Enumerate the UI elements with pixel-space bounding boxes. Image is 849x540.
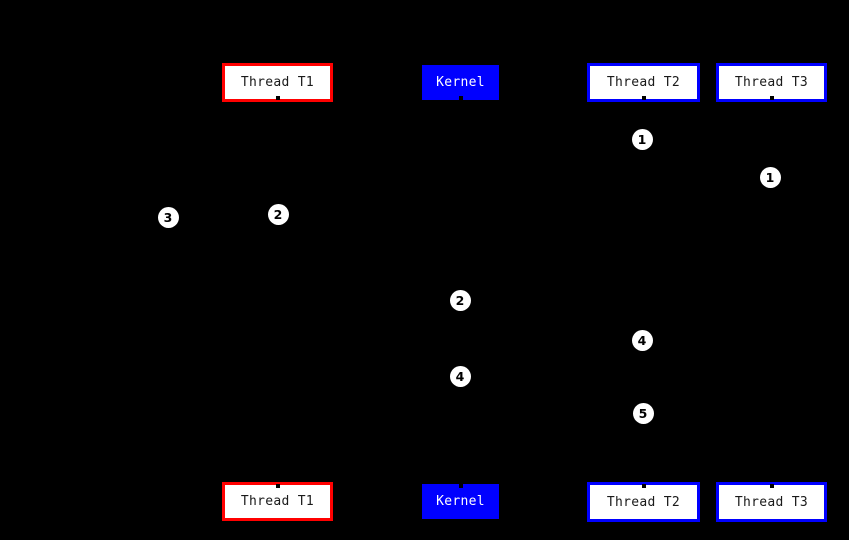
step-marker-2-kernel: 2 bbox=[449, 289, 471, 311]
participant-bottom-thread-t2: Thread T2 bbox=[587, 482, 700, 522]
participant-bottom-thread-t3: Thread T3 bbox=[716, 482, 827, 522]
lifeline-notch bbox=[769, 96, 774, 100]
lifeline-notch bbox=[275, 96, 280, 100]
lifeline-notch bbox=[641, 484, 646, 488]
participant-top-thread-t3: Thread T3 bbox=[716, 63, 827, 102]
participant-label: Thread T2 bbox=[606, 494, 681, 510]
step-marker-1-thread-t3: 1 bbox=[759, 166, 781, 188]
step-marker-2-thread-t1: 2 bbox=[267, 203, 289, 225]
participant-label: Kernel bbox=[436, 75, 485, 90]
lifeline-notch bbox=[458, 484, 463, 488]
participant-label: Kernel bbox=[436, 494, 485, 509]
participant-top-thread-t1: Thread T1 bbox=[222, 63, 333, 102]
participant-bottom-kernel: Kernel bbox=[422, 484, 499, 519]
participant-label: Thread T1 bbox=[240, 75, 315, 90]
participant-label: Thread T1 bbox=[240, 494, 315, 509]
lifeline-notch bbox=[641, 96, 646, 100]
lifeline-notch bbox=[458, 96, 463, 100]
participant-top-kernel: Kernel bbox=[422, 65, 499, 100]
step-marker-4-kernel: 4 bbox=[449, 365, 471, 387]
lifeline-notch bbox=[769, 484, 774, 488]
step-marker-1-thread-t2: 1 bbox=[631, 128, 653, 150]
participant-label: Thread T2 bbox=[606, 75, 681, 90]
participant-top-thread-t2: Thread T2 bbox=[587, 63, 700, 102]
participant-bottom-thread-t1: Thread T1 bbox=[222, 482, 333, 521]
step-marker-3-left: 3 bbox=[157, 206, 179, 228]
step-marker-5-thread-t2: 5 bbox=[632, 402, 654, 424]
lifeline-notch bbox=[275, 484, 280, 488]
participant-label: Thread T3 bbox=[734, 75, 809, 90]
step-marker-4-thread-t2: 4 bbox=[631, 329, 653, 351]
participant-label: Thread T3 bbox=[734, 494, 809, 510]
